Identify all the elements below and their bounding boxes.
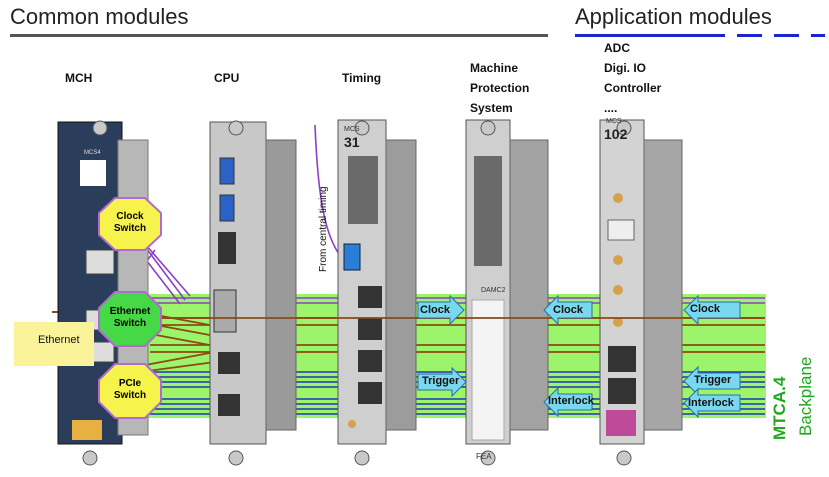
app-card-prefix: MCS xyxy=(606,118,622,125)
mch-card-marking: MCS4 xyxy=(84,150,101,156)
arrow-clock-mps xyxy=(543,294,593,326)
column-label-timing: Timing xyxy=(342,71,382,85)
pcie-switch-label: PCIe Switch xyxy=(99,378,161,402)
mps-label-line-1: Machine xyxy=(470,61,519,75)
ethernet-switch-line-1: Ethernet xyxy=(109,306,151,317)
timing-card-prefix: MCS xyxy=(344,126,360,133)
arrow-trigger-timing xyxy=(417,366,467,398)
column-label-mch: MCH xyxy=(65,71,93,85)
signal-label-clock-timing: Clock xyxy=(420,304,450,316)
common-modules-underline xyxy=(10,34,548,37)
app-label-adc: ADC xyxy=(604,41,630,55)
column-label-app: ADC Digi. IO Controller .... xyxy=(604,38,661,118)
card-mps xyxy=(465,119,549,466)
backplane-label: Backplane xyxy=(796,356,815,436)
ethernet-box xyxy=(14,322,94,366)
mps-card-marking: DAMC2 xyxy=(481,287,506,294)
arrow-clock-app xyxy=(683,294,741,326)
ethernet-switch-line-2: Switch xyxy=(113,318,147,329)
clock-switch-label: Clock Switch xyxy=(99,211,161,235)
signal-label-interlock-app: Interlock xyxy=(688,397,734,409)
card-app xyxy=(599,119,683,466)
ethernet-switch-hub xyxy=(98,291,162,347)
from-central-timing-label: From central timing xyxy=(258,62,329,272)
mps-label-line-3: System xyxy=(470,101,513,115)
column-label-cpu: CPU xyxy=(214,71,240,85)
pcie-switch-line-2: Switch xyxy=(113,390,147,401)
clock-switch-line-2: Switch xyxy=(113,223,147,234)
common-modules-header: Common modules xyxy=(10,4,189,29)
application-modules-header: Application modules xyxy=(575,4,772,29)
app-label-ellipsis: .... xyxy=(604,101,618,115)
application-modules-underline xyxy=(575,34,825,37)
signal-label-interlock-mps: Interlock xyxy=(548,395,594,407)
ethernet-box-label: Ethernet xyxy=(38,334,80,346)
clock-switch-hub xyxy=(98,197,162,251)
signal-label-clock-app: Clock xyxy=(690,303,720,315)
pcie-switch-hub xyxy=(98,363,162,419)
mps-card-foot: FEA xyxy=(476,452,492,461)
card-cpu xyxy=(209,120,297,466)
app-label-controller: Controller xyxy=(604,81,662,95)
mps-label-line-2: Protection xyxy=(470,81,530,95)
timing-card-number: 31 xyxy=(344,134,360,150)
clock-switch-line-1: Clock xyxy=(116,211,144,222)
arrow-interlock-app xyxy=(683,387,741,419)
ethernet-switch-label: Ethernet Switch xyxy=(99,306,161,330)
arrow-interlock-mps xyxy=(543,386,593,418)
column-label-mps: Machine Protection System xyxy=(470,58,529,118)
pcie-switch-line-1: PCIe xyxy=(118,378,142,389)
app-label-digi-io: Digi. IO xyxy=(604,61,646,75)
arrow-trigger-app xyxy=(683,365,741,397)
card-timing xyxy=(337,119,417,466)
signal-label-clock-mps: Clock xyxy=(553,304,583,316)
signal-label-trigger-timing: Trigger xyxy=(422,375,460,387)
arrow-clock-timing xyxy=(417,294,465,326)
signal-label-trigger-app: Trigger xyxy=(694,374,732,386)
mtca4-label: MTCA.4 xyxy=(770,376,789,440)
signal-arrows xyxy=(417,294,741,419)
app-card-number: 102 xyxy=(604,126,628,142)
from-central-timing-text: From central timing xyxy=(318,186,329,272)
